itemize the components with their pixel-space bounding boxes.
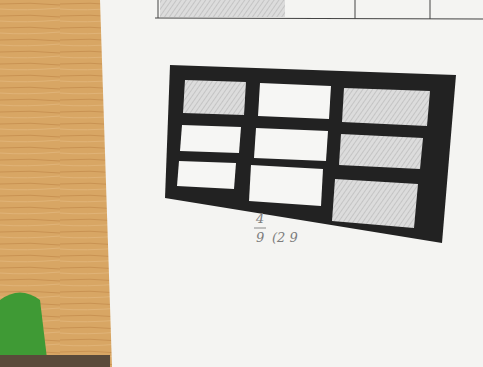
table-strip bbox=[155, 0, 483, 19]
handwritten-note: 9 bbox=[256, 231, 264, 244]
handwritten-note: 4 bbox=[256, 212, 264, 225]
paper-sheet bbox=[100, 0, 483, 367]
grid-figure bbox=[165, 65, 456, 243]
fraction-bar bbox=[254, 228, 266, 229]
desk-edge bbox=[0, 355, 110, 367]
handwritten-note: (2 9 bbox=[272, 231, 298, 244]
